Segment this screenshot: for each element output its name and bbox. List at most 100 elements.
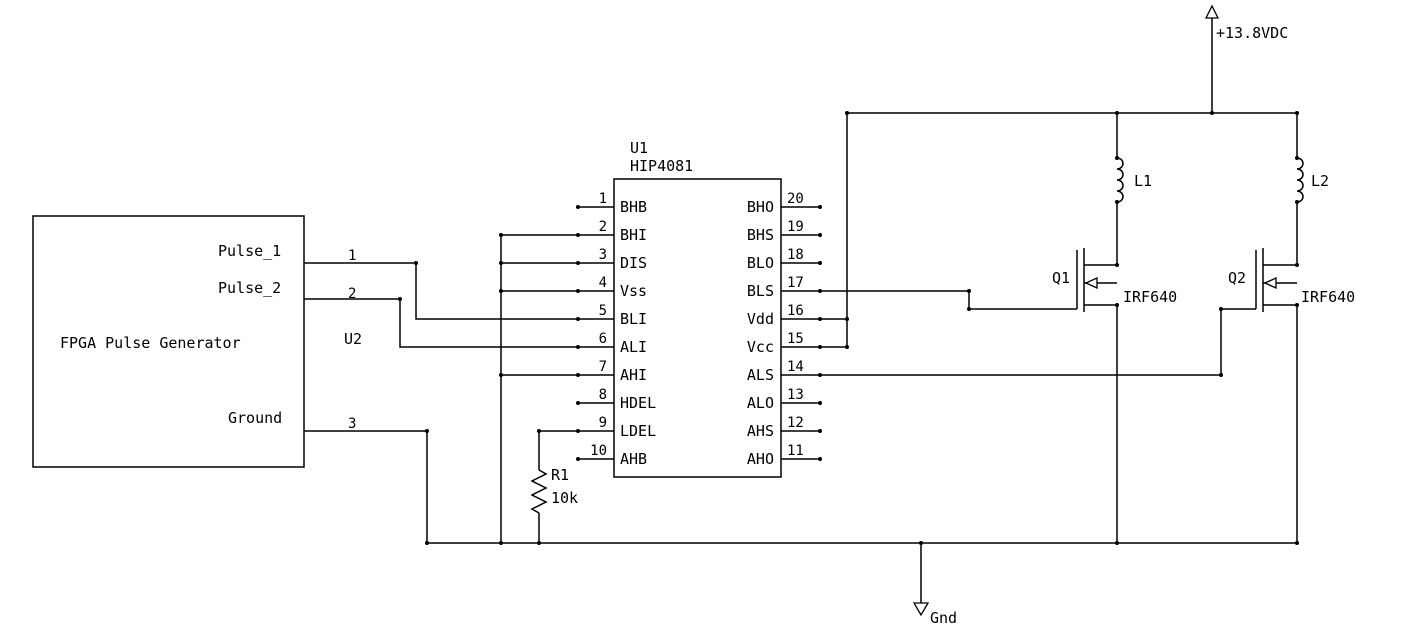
ic-pin-name: HDEL <box>620 394 656 412</box>
port-ground-pin: 3 <box>348 416 356 432</box>
ic-pin-end <box>818 373 822 377</box>
ground-triangle-icon <box>912 602 930 617</box>
mosfet-q1-part: IRF640 <box>1123 288 1177 306</box>
ic-pin-name: AHI <box>620 366 647 384</box>
junction-dot <box>398 297 402 301</box>
ic-pin-name: ALO <box>747 394 774 412</box>
junction-dot <box>499 261 503 265</box>
wire-als-q2-gate <box>820 308 1256 376</box>
ic-pin-number: 13 <box>787 387 804 403</box>
junction-dot <box>425 541 429 545</box>
junction-dot <box>1219 307 1223 311</box>
ic-pin-number: 5 <box>599 303 607 319</box>
port-pulse-2-label: Pulse_2 <box>218 279 281 297</box>
ic-pin-number: 6 <box>599 331 607 347</box>
fpga-pulse-generator: FPGA Pulse Generator U2 Pulse_1 Pulse_2 … <box>32 215 362 468</box>
inductor-l1-label: L1 <box>1134 172 1152 190</box>
ic-pin-number: 4 <box>599 275 607 291</box>
junction-dot <box>425 429 429 433</box>
junction-dot <box>845 317 849 321</box>
wire-pulse-2 <box>304 298 578 348</box>
junction-dot <box>499 541 503 545</box>
ic-pin-end <box>576 317 580 321</box>
ic-pin-end <box>818 205 822 209</box>
ic-pin-end <box>576 373 580 377</box>
ic-pin-number: 2 <box>599 219 607 235</box>
port-pulse-1-label: Pulse_1 <box>218 242 281 260</box>
mosfet-q1-ref: Q1 <box>1052 269 1070 287</box>
ic-pin-end <box>576 289 580 293</box>
ic-pin-name: AHB <box>620 450 647 468</box>
ic-pin-end <box>576 261 580 265</box>
port-pulse-1-pin: 1 <box>348 248 356 264</box>
ic-pin-number: 10 <box>590 443 607 459</box>
resistor-r1: R1 10k <box>530 466 578 514</box>
ic-pin-end <box>576 205 580 209</box>
inductor-l2-label: L2 <box>1311 172 1329 190</box>
inductor-l1: L1 <box>1116 157 1152 203</box>
ic-pin-number: 12 <box>787 415 804 431</box>
inductor-coil <box>1116 157 1124 203</box>
ic-pin-end <box>576 401 580 405</box>
ic-pin-number: 11 <box>787 443 804 459</box>
ic-pin-number: 9 <box>599 415 607 431</box>
mosfet-arrow <box>1084 276 1098 290</box>
ic-body <box>613 178 782 478</box>
ic-pin-name: BLS <box>747 282 774 300</box>
supply-arrow-icon <box>1204 4 1220 19</box>
inductor-coil <box>1296 157 1304 203</box>
junction-dot <box>967 289 971 293</box>
fpga-body <box>32 215 305 468</box>
ic-pin-name: Vss <box>620 282 647 300</box>
ic-pin-end <box>818 401 822 405</box>
ic-pin-number: 18 <box>787 247 804 263</box>
junction-dot <box>537 541 541 545</box>
ic-pin-number: 8 <box>599 387 607 403</box>
resistor-ref: R1 <box>551 466 569 484</box>
ic-ref: U1 <box>630 139 648 157</box>
ic-pin-end <box>818 289 822 293</box>
ic-right-pins: 20BHO19BHS18BLO17BLS16Vdd15Vcc14ALS13ALO… <box>747 191 822 468</box>
junction-dot <box>537 429 541 433</box>
ic-pin-name: BLI <box>620 310 647 328</box>
ic-pin-end <box>818 429 822 433</box>
ic-pin-name: BHO <box>747 198 774 216</box>
ic-pin-name: ALS <box>747 366 774 384</box>
wire-fpga-ground <box>304 430 428 543</box>
ic-pin-name: BHB <box>620 198 647 216</box>
mosfet-q2-part: IRF640 <box>1301 288 1355 306</box>
ic-pin-number: 20 <box>787 191 804 207</box>
mosfet-q2: Q2 IRF640 <box>1228 248 1355 312</box>
ic-pin-name: AHO <box>747 450 774 468</box>
junction-dot <box>1295 111 1299 115</box>
junction-dot <box>845 111 849 115</box>
junction-dot <box>1210 111 1214 115</box>
ic-pin-name: BLO <box>747 254 774 272</box>
fpga-title: FPGA Pulse Generator <box>60 334 241 352</box>
wire-pulse-1 <box>304 262 578 320</box>
junction-dot <box>499 289 503 293</box>
port-ground-label: Ground <box>228 409 282 427</box>
junction-dot <box>414 261 418 265</box>
port-pulse-2-pin: 2 <box>348 286 356 302</box>
junction-dot <box>1295 541 1299 545</box>
ground-label: Gnd <box>930 609 957 627</box>
wire-ldel <box>538 430 578 470</box>
junction-dot <box>499 233 503 237</box>
ic-pin-end <box>576 429 580 433</box>
ic-pin-name: Vdd <box>747 310 774 328</box>
ic-pin-number: 1 <box>599 191 607 207</box>
ic-pin-number: 15 <box>787 331 804 347</box>
ic-pin-number: 19 <box>787 219 804 235</box>
ic-pin-name: BHS <box>747 226 774 244</box>
ground-symbol: Gnd <box>912 602 957 627</box>
ic-pin-number: 7 <box>599 359 607 375</box>
supply-label: +13.8VDC <box>1216 24 1288 42</box>
ic-pin-name: Vcc <box>747 338 774 356</box>
ic-pin-number: 16 <box>787 303 804 319</box>
junction-dot <box>919 541 923 545</box>
wire-bls-q1-gate <box>820 290 1077 310</box>
